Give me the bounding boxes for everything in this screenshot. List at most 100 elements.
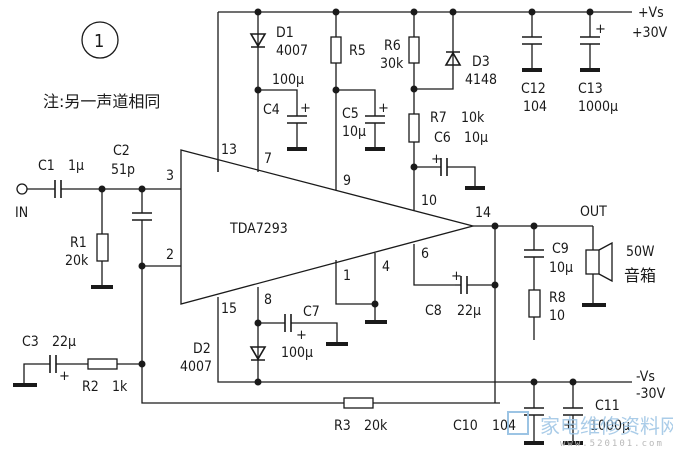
c7-ref: C7 xyxy=(303,304,320,320)
speaker-icon xyxy=(582,226,613,307)
capacitor-c1 xyxy=(27,180,181,198)
pin-1: 1 xyxy=(343,268,351,284)
capacitor-c7 xyxy=(254,314,348,346)
pin-13: 13 xyxy=(221,142,237,158)
resistor-r8 xyxy=(528,289,541,340)
pin-9: 9 xyxy=(343,173,351,189)
c10-ref: C10 xyxy=(453,418,478,434)
watermark-url: www.520101.com xyxy=(560,439,664,449)
resistor-r6 xyxy=(408,12,420,114)
pin-7: 7 xyxy=(264,151,272,167)
c13-value: 1000μ xyxy=(578,99,618,115)
r6-value: 30k xyxy=(380,56,404,72)
capacitor-c6 xyxy=(410,158,485,190)
speaker-label: 音箱 xyxy=(624,266,656,285)
capacitor-c4 xyxy=(254,86,307,165)
c5-value: 10μ xyxy=(342,124,366,140)
c3-ref: C3 xyxy=(22,334,39,350)
c4-value: 100μ xyxy=(272,72,304,88)
c11-ref: C11 xyxy=(595,398,620,414)
pin-8: 8 xyxy=(264,292,272,308)
c11-plus: + xyxy=(563,418,574,433)
diode-d2 xyxy=(249,287,267,382)
capacitor-c9 xyxy=(524,226,544,290)
c5-ref: C5 xyxy=(342,106,359,122)
d1-value: 4007 xyxy=(276,43,308,59)
supply-pos-value: +30V xyxy=(632,25,668,41)
c6-ref: C6 xyxy=(434,130,451,146)
c8-value: 22μ xyxy=(457,303,481,319)
pin-14: 14 xyxy=(475,205,491,221)
diode-d3 xyxy=(410,12,462,93)
ic-tda7293 xyxy=(180,149,476,324)
r2-value: 1k xyxy=(112,379,128,395)
capacitor-c13 xyxy=(580,12,600,72)
c8-plus: + xyxy=(451,269,462,284)
note-text: 注:另一声道相同 xyxy=(43,92,160,111)
pin-2: 2 xyxy=(166,247,174,263)
r3-ref: R3 xyxy=(334,418,351,434)
capacitor-c3 xyxy=(13,355,88,387)
pin-3: 3 xyxy=(166,168,174,184)
ic-name: TDA7293 xyxy=(229,221,288,237)
c9-ref: C9 xyxy=(552,241,569,257)
resistor-r1 xyxy=(91,185,113,289)
capacitor-c8 xyxy=(455,276,495,294)
watermark: 家电维修资料网 www.520101.com xyxy=(507,411,673,449)
capacitor-c12 xyxy=(522,12,542,72)
r7-ref: R7 xyxy=(430,110,447,126)
r1-ref: R1 xyxy=(70,235,87,251)
figure-number: 1 xyxy=(94,31,104,52)
resistor-r3 xyxy=(343,397,374,409)
c13-ref: C13 xyxy=(578,81,603,97)
c1-ref: C1 xyxy=(38,158,55,174)
r8-value: 10 xyxy=(549,308,565,324)
watermark-text: 家电维修资料网 xyxy=(540,414,673,438)
output-label: OUT xyxy=(580,204,607,220)
c8-ref: C8 xyxy=(425,303,442,319)
r5-ref: R5 xyxy=(349,43,366,59)
r2-ref: R2 xyxy=(82,379,99,395)
input-terminal xyxy=(16,183,28,195)
r6-ref: R6 xyxy=(384,38,401,54)
resistor-r7 xyxy=(408,113,420,205)
c2-value: 51p xyxy=(111,162,135,178)
c12-ref: C12 xyxy=(521,81,546,97)
c9-value: 10μ xyxy=(549,260,573,276)
c7-plus: + xyxy=(296,328,307,343)
c4-plus: + xyxy=(300,101,311,116)
resistor-r2 xyxy=(87,358,146,370)
r1-value: 20k xyxy=(65,253,89,269)
c6-plus: + xyxy=(431,152,442,167)
r8-ref: R8 xyxy=(549,290,566,306)
supply-pos-name: +Vs xyxy=(638,5,664,21)
c10-value: 104 xyxy=(492,418,516,434)
supply-neg-value: -30V xyxy=(636,386,666,402)
d2-ref: D2 xyxy=(193,341,211,357)
pin-6: 6 xyxy=(421,246,429,262)
c4-ref: C4 xyxy=(263,102,280,118)
c6-value: 10μ xyxy=(464,130,488,146)
c7-value: 100μ xyxy=(281,345,313,361)
c3-plus: + xyxy=(59,369,70,384)
r7-value: 10k xyxy=(461,110,485,126)
input-label: IN xyxy=(15,205,28,221)
c1-value: 1μ xyxy=(68,158,84,174)
c11-value: 1000μ xyxy=(590,418,630,434)
d3-value: 4148 xyxy=(465,72,497,88)
c3-value: 22μ xyxy=(52,334,76,350)
speaker-power: 50W xyxy=(626,244,655,260)
pin-10: 10 xyxy=(421,193,437,209)
d2-value: 4007 xyxy=(180,359,212,375)
capacitor-c2 xyxy=(132,185,500,404)
capacitor-c11 xyxy=(563,382,583,445)
c2-ref: C2 xyxy=(113,143,130,159)
pin-15: 15 xyxy=(221,301,237,317)
d3-ref: D3 xyxy=(472,54,490,70)
resistor-r5 xyxy=(330,12,342,188)
diode-d1 xyxy=(249,12,267,90)
figure-number-circle xyxy=(81,21,119,59)
c5-plus: + xyxy=(378,101,389,116)
c13-plus: + xyxy=(595,22,606,37)
